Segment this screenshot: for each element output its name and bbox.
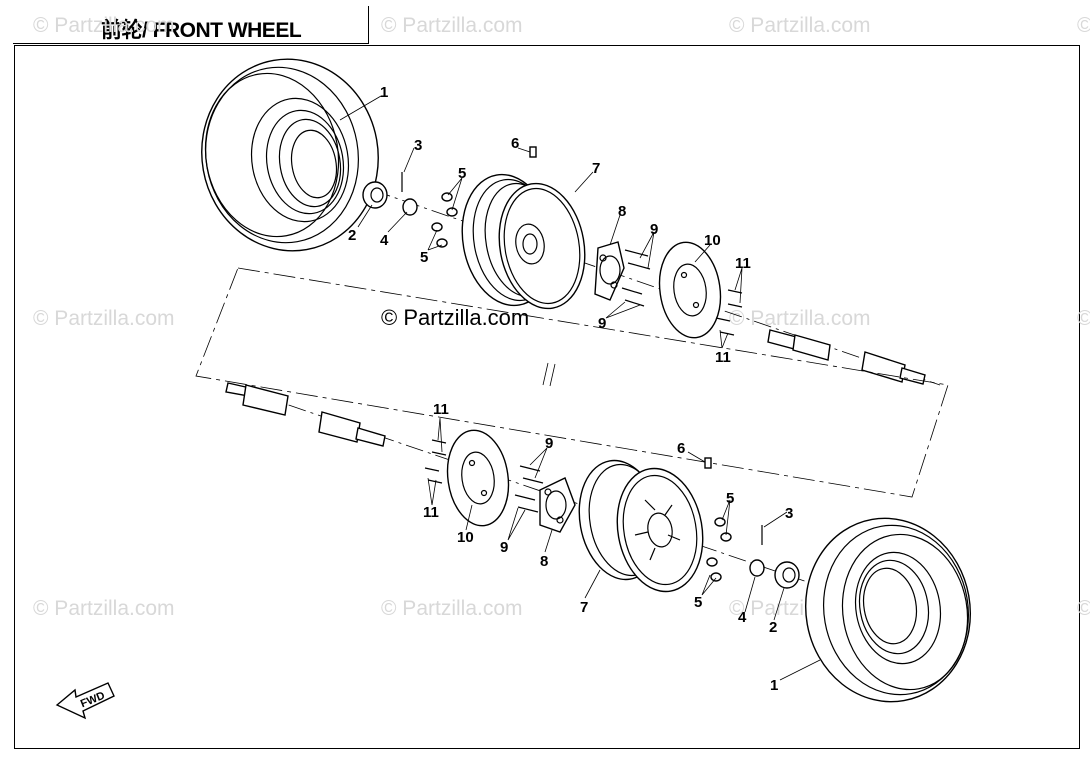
copyright-mark: © Partzilla.com [381,305,529,330]
fwd-label: FWD [79,690,107,711]
callout-label: 8 [540,553,548,570]
watermark: © Partzilla.com [33,307,175,330]
callout-label: 5 [458,165,466,182]
watermark: © Partzilla.com [1077,14,1090,37]
callout-label: 2 [769,619,777,636]
bottom-assembly [225,382,972,703]
watermark: © Partzilla.com [33,597,175,620]
title-box: 前轮/ FRONT WHEEL [13,6,369,44]
callout-label: 4 [738,609,747,626]
brake-disc-bottom [446,429,510,527]
rim-top [461,173,586,310]
callout-label: 9 [545,435,553,452]
watermark: © Partzilla.com [729,307,871,330]
callout-label: 3 [414,137,422,154]
callout-label: 3 [785,505,793,522]
watermark: © Partzilla.com [381,14,523,37]
callout-label: 9 [500,539,508,556]
callout-label: 6 [677,440,685,457]
callouts: 1 2 3 4 5 5 6 7 8 9 9 10 11 11 11 11 10 … [348,84,793,694]
callout-label: 5 [694,594,702,611]
brake-disc-top [658,241,722,339]
watermark: © Partzilla.com [381,597,523,620]
hub-bottom [539,477,576,533]
leader-lines [339,95,821,681]
callout-label: 6 [511,135,519,152]
callout-label: 9 [598,315,606,332]
callout-label: 2 [348,227,356,244]
watermark: © Partzilla.com [729,14,871,37]
callout-label: 11 [735,255,751,272]
fwd-arrow-icon: FWD [55,682,115,720]
callout-label: 5 [420,249,428,266]
callout-label: 11 [715,349,731,366]
tire-top [201,58,379,252]
watermark: © Partzilla.com [1077,307,1090,330]
callout-label: 9 [650,221,658,238]
hub-top [594,241,625,301]
watermark: © Partzilla.com [1077,597,1090,620]
tire-bottom [804,517,972,703]
drive-shaft-top [767,329,926,385]
page-title: 前轮/ FRONT WHEEL [101,19,302,42]
callout-label: 10 [704,232,721,249]
callout-label: 5 [726,490,734,507]
callout-label: 1 [770,677,778,694]
watermarks: © Partzilla.com © Partzilla.com © Partzi… [33,14,1090,620]
callout-label: 7 [580,599,588,616]
callout-label: 11 [433,401,449,418]
callout-label: 8 [618,203,626,220]
rim-bottom [578,459,704,593]
drive-shaft-bottom [225,382,386,447]
callout-label: 4 [380,232,389,249]
callout-label: 11 [423,504,439,521]
diagram-frame [14,45,1080,749]
watermark: © Partzilla.com [33,14,175,37]
callout-label: 7 [592,160,600,177]
callout-label: 1 [380,84,388,101]
callout-label: 10 [457,529,474,546]
top-assembly [201,58,941,386]
